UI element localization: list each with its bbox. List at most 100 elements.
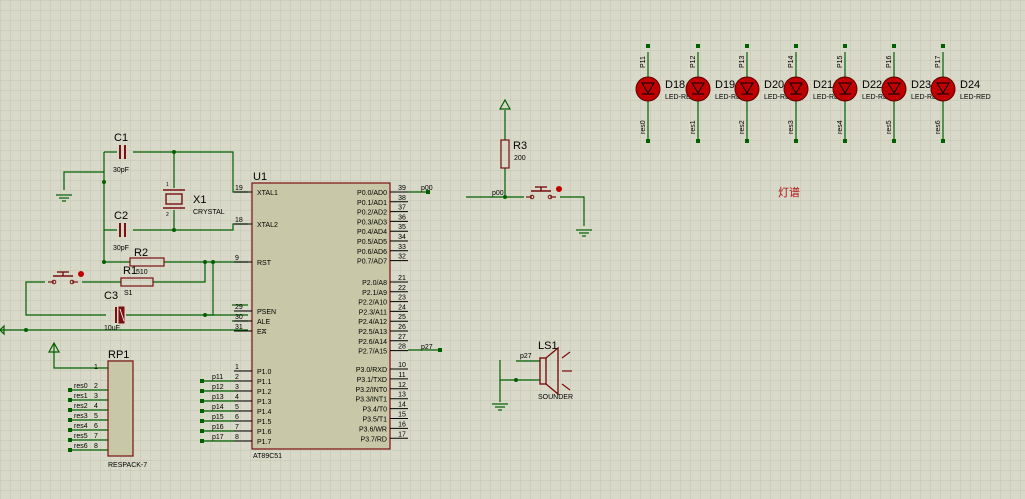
chip-pin-name: P2.4/A12 [358, 319, 387, 326]
rp1-pin-number: 2 [94, 383, 98, 390]
junction-dot [203, 260, 207, 264]
chip-body [251, 182, 391, 450]
rp1-ref: RP1 [108, 349, 129, 361]
chip-pin-number: 31 [235, 324, 243, 331]
led-icon [685, 76, 711, 102]
rp1-pin-number: 3 [94, 393, 98, 400]
net-label: p16 [212, 424, 224, 431]
junction-dot [203, 313, 207, 317]
chip-pin-number: 12 [398, 382, 406, 389]
led-top-net: P17 [935, 55, 942, 68]
led-value: LED-RED [862, 94, 893, 101]
c3-ref: C3 [104, 290, 118, 302]
chip-pin-name: P0.2/AD2 [357, 210, 387, 217]
chip-pin-name: P2.7/A15 [358, 349, 387, 356]
net-terminal [200, 439, 204, 443]
net-terminal [68, 438, 72, 442]
c3-value: 10uF [104, 325, 120, 332]
capacitor-c2 [119, 223, 126, 237]
crystal-icon: 12 [163, 182, 185, 218]
chip-pin-name: P1.5 [257, 419, 272, 426]
led-top-net: P15 [837, 55, 844, 68]
junction-dot [514, 378, 518, 382]
rp1-pin-number: 7 [94, 433, 98, 440]
led-ref: D22 [862, 79, 882, 91]
pushbutton-reset[interactable] [48, 271, 84, 285]
led-value: LED-RED [911, 94, 942, 101]
net-terminal [200, 419, 204, 423]
chip-pin-number: 22 [398, 285, 406, 292]
ground-icon [56, 194, 72, 202]
resistor-r1 [120, 277, 154, 287]
pushbutton-p00[interactable] [526, 186, 562, 200]
power-terminal-icon [498, 98, 512, 110]
chip-pin-number: 1 [235, 364, 239, 371]
chip-pin-number: 5 [235, 404, 239, 411]
led-value: LED-RED [764, 94, 795, 101]
rp1-pin-number: 5 [94, 413, 98, 420]
led-top-net: P14 [788, 55, 795, 68]
p00-net: p00 [421, 185, 433, 192]
chip-pin-number: 29 [235, 304, 243, 311]
led-bottom-net: res5 [886, 120, 893, 134]
net-terminal [200, 429, 204, 433]
diode-triangle [691, 82, 705, 94]
chip-pin-number: 27 [398, 334, 406, 341]
resistor-r2 [129, 257, 165, 267]
led-icon [881, 76, 907, 102]
capacitor-c3 [115, 306, 125, 324]
led-value: LED-RED [813, 94, 844, 101]
net-terminal [646, 44, 650, 48]
rp1-net-label: res1 [74, 393, 88, 400]
junction-dot [24, 328, 28, 332]
led-bottom-net: res4 [837, 120, 844, 134]
net-label: p14 [212, 404, 224, 411]
led-top-net: P13 [739, 55, 746, 68]
chip-pin-name: P3.3/INT1 [355, 397, 387, 404]
chip-pin-number: 35 [398, 224, 406, 231]
microcontroller-u1[interactable]: 19XTAL118XTAL29RST29PSEN30ALE31EA1P1.02P… [212, 182, 408, 450]
diode-triangle [641, 82, 655, 94]
x1-value: CRYSTAL [193, 209, 225, 216]
chip-pin-number: 34 [398, 234, 406, 241]
net-terminal [68, 448, 72, 452]
led-ref: D19 [715, 79, 735, 91]
crystal-pin2: 2 [166, 212, 169, 218]
chip-pin-name: P2.5/A13 [358, 329, 387, 336]
net-terminal [941, 44, 945, 48]
chip-pin-name: P1.2 [257, 389, 272, 396]
junction-dot [172, 228, 176, 232]
led-bottom-net: res6 [935, 120, 942, 134]
led-top-net: P12 [690, 55, 697, 68]
chip-pin-number: 33 [398, 244, 406, 251]
chip-pin-name: P2.6/A14 [358, 339, 387, 346]
r1-ref: R1 [123, 265, 137, 277]
chip-pin-name: PSEN [257, 309, 276, 316]
chip-pin-name: P3.6/WR [359, 426, 387, 433]
diode-triangle [789, 82, 803, 94]
net-terminal [892, 139, 896, 143]
capacitor-c1 [119, 145, 126, 159]
chip-pin-name: RST [257, 260, 272, 267]
rp1-pin-number: 4 [94, 403, 98, 410]
r3-value: 200 [514, 155, 526, 162]
chip-pin-number: 30 [235, 314, 243, 321]
wire [153, 262, 206, 283]
net-terminal [843, 139, 847, 143]
diode-triangle [936, 82, 950, 94]
chip-pin-number: 39 [398, 185, 406, 192]
net-terminal [794, 139, 798, 143]
net-label: p15 [212, 414, 224, 421]
net-terminal [200, 409, 204, 413]
net-terminal [68, 398, 72, 402]
ls1-ref: LS1 [538, 340, 558, 352]
